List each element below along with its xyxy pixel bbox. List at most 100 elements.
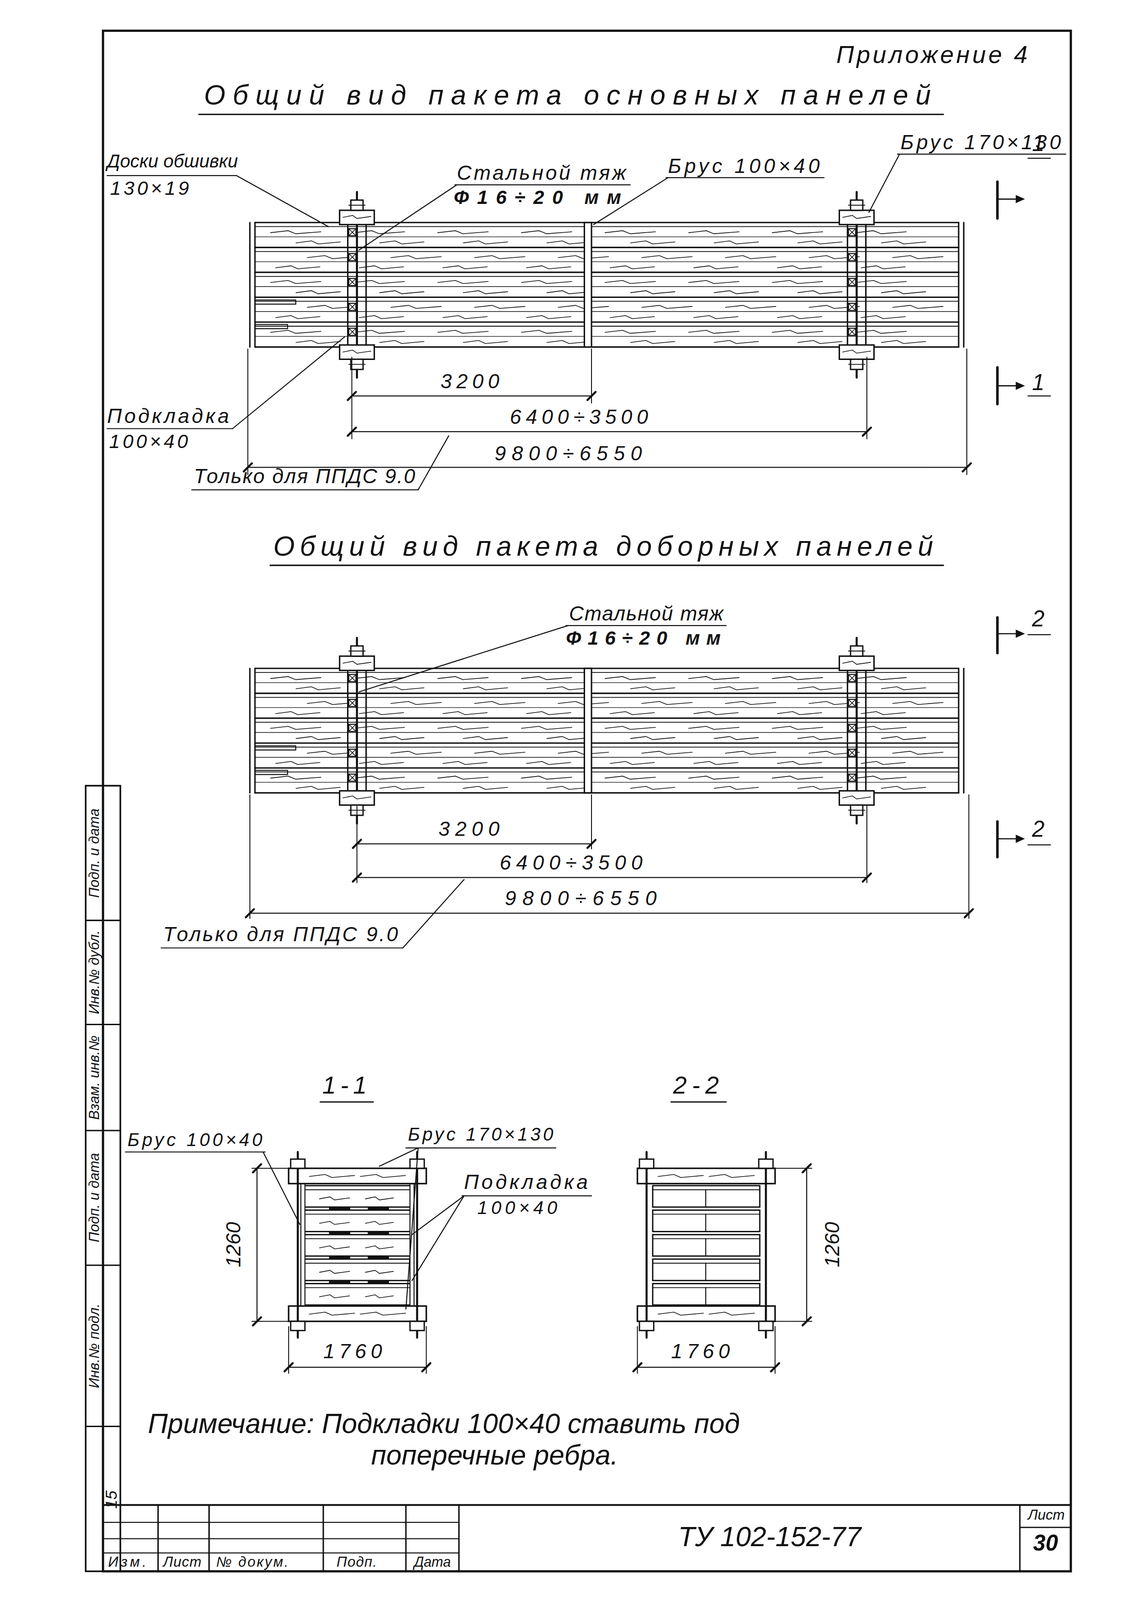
cross-batten <box>584 222 592 348</box>
wood-grain <box>842 349 872 353</box>
wood-grain <box>474 255 526 259</box>
wood-grain <box>860 761 906 765</box>
panel-section <box>652 1234 760 1256</box>
wood-grain <box>725 305 777 309</box>
packing-block <box>848 773 857 782</box>
title-block-line <box>1019 1526 1071 1528</box>
dimension-line <box>256 1167 258 1321</box>
wood-grain <box>688 726 740 730</box>
panel-notch <box>254 324 288 329</box>
packing-block <box>848 228 857 236</box>
wood-grain <box>855 330 907 334</box>
packing-block <box>348 327 357 336</box>
nut <box>639 1158 654 1168</box>
tie-rod-side <box>365 662 367 799</box>
dimension-tick <box>284 1362 293 1371</box>
panel-end <box>249 668 251 793</box>
wood-grain <box>772 330 824 334</box>
wood-grain <box>521 676 573 680</box>
extension-line <box>866 805 868 883</box>
packing-block <box>348 327 357 336</box>
packing-block <box>848 278 857 286</box>
wood-grain <box>713 686 759 690</box>
title-block-line <box>1019 1504 1021 1571</box>
panel-rib <box>254 300 959 302</box>
part-label: Подкладка <box>464 1169 591 1194</box>
label-underline <box>454 184 631 186</box>
nut <box>348 204 366 206</box>
panel-section <box>652 1185 760 1207</box>
stamp-line <box>85 1264 121 1266</box>
stamp-line <box>85 1023 121 1025</box>
wood-grain <box>881 686 926 690</box>
wood-grain <box>379 736 425 740</box>
wood-grain <box>842 660 872 665</box>
nut <box>290 1320 305 1330</box>
wood-grain <box>526 315 571 319</box>
wood-grain <box>641 700 693 705</box>
wood-grain <box>521 726 573 730</box>
packing-block <box>848 253 857 261</box>
label-underline <box>1027 395 1051 397</box>
part-size: Ф16÷20 мм <box>453 186 630 209</box>
nut <box>409 1320 425 1330</box>
wood-grain <box>855 676 907 680</box>
wood-grain <box>892 751 944 755</box>
wood-grain <box>693 265 739 270</box>
stamp-field: Лист <box>163 1553 203 1570</box>
wood-grain <box>365 1196 395 1200</box>
wood-grain <box>797 290 843 294</box>
wood-grain <box>693 315 739 319</box>
packing-block <box>848 303 857 311</box>
dimension-tick <box>862 427 872 436</box>
wood-grain <box>777 761 822 765</box>
label-underline <box>670 1100 727 1103</box>
packing-block <box>348 303 357 311</box>
panel-end <box>249 222 251 348</box>
dimension-line <box>637 1366 776 1368</box>
panel-section <box>652 1209 760 1231</box>
nut <box>848 809 866 811</box>
wood-grain <box>713 786 759 790</box>
wood-grain <box>295 686 341 690</box>
wood-grain <box>353 775 405 779</box>
dimension-line <box>249 912 970 914</box>
part-size: 100×40 <box>477 1197 561 1219</box>
wood-grain <box>688 230 740 234</box>
stamp-line <box>85 919 121 921</box>
nut <box>348 363 366 365</box>
wood-grain <box>609 761 655 765</box>
wood-grain <box>892 255 944 259</box>
dimension-tick <box>862 873 872 882</box>
panel-notch <box>254 745 296 750</box>
part-label: Брус 100×40 <box>668 154 824 178</box>
wood-grain <box>713 736 759 740</box>
cross-batten <box>584 668 592 793</box>
wood-grain <box>437 280 489 284</box>
wood-grain <box>521 280 573 284</box>
wood-grain <box>462 686 508 690</box>
wood-grain <box>881 340 926 344</box>
wood-grain <box>309 1311 356 1315</box>
arrowhead <box>1015 834 1025 843</box>
panel-end <box>958 668 960 793</box>
wood-grain <box>319 1220 350 1225</box>
wood-grain <box>860 265 906 270</box>
wood-grain <box>319 1245 350 1249</box>
wood-grain <box>557 305 609 309</box>
panel-edge <box>254 246 959 249</box>
arrowhead <box>1015 194 1025 203</box>
extension-line <box>591 794 592 849</box>
nut <box>758 1158 774 1168</box>
dimension-tick <box>347 391 357 400</box>
wood-grain <box>641 305 693 309</box>
wood-grain <box>359 1173 406 1178</box>
wood-grain <box>442 711 488 715</box>
packing-block <box>348 228 357 236</box>
nut <box>848 363 866 365</box>
packing-block <box>348 748 357 757</box>
wood-grain <box>474 751 526 755</box>
wood-grain <box>295 736 341 740</box>
wood-grain <box>390 305 442 309</box>
